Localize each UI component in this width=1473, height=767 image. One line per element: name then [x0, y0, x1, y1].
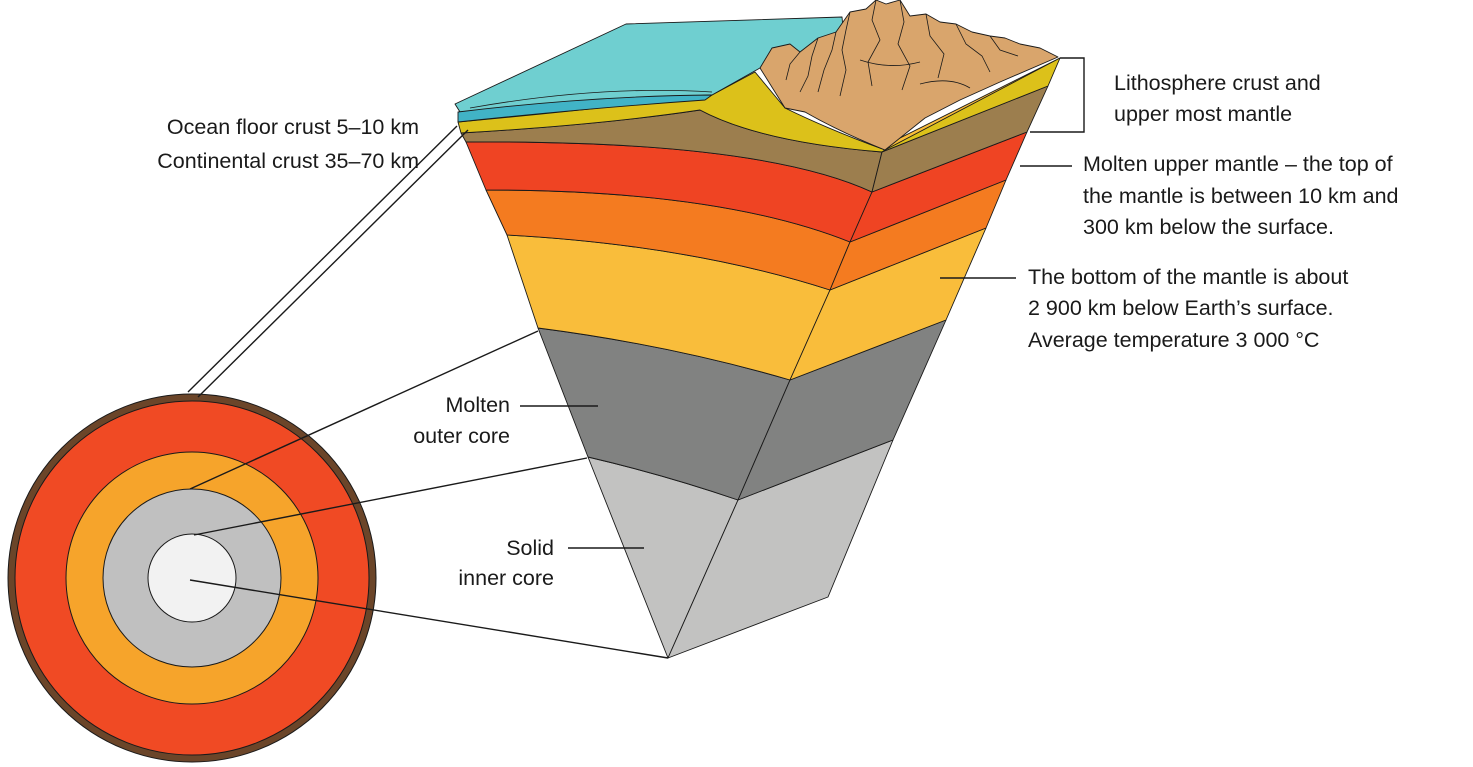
- connector-crust-outer: [187, 125, 458, 393]
- label-bottom-mantle-line2: 2 900 km below Earth’s surface.: [1028, 296, 1334, 320]
- connector-lines: [187, 57, 1085, 659]
- label-upper-mantle-line3: 300 km below the surface.: [1083, 215, 1334, 239]
- wedge-crust-right: [881, 57, 1061, 153]
- ocean-layer-line: [469, 89, 713, 109]
- label-ocean-floor: Ocean floor crust 5–10 km: [167, 115, 419, 139]
- label-lithosphere-line2: upper most mantle: [1114, 102, 1292, 126]
- label-outer-core-line2: outer core: [413, 424, 510, 448]
- label-lithosphere-line1: Lithosphere crust and: [1114, 71, 1321, 95]
- labels: Ocean floor crust 5–10 km Continental cr…: [157, 71, 1398, 590]
- ocean-deep-water: [457, 94, 713, 123]
- connector-inner-core: [189, 579, 669, 659]
- connector-outer-core: [193, 457, 588, 536]
- label-outer-core-line1: Molten: [445, 393, 510, 417]
- lithosphere-bracket: [1030, 57, 1085, 133]
- label-inner-core-line2: inner core: [458, 566, 554, 590]
- label-continental-crust: Continental crust 35–70 km: [157, 149, 419, 173]
- earth-wedge: [454, 0, 1061, 659]
- earth-cross-section: [7, 393, 377, 763]
- label-bottom-mantle-line3: Average temperature 3 000 °C: [1028, 328, 1319, 352]
- mountain-ridges: [785, 0, 1019, 97]
- connector-mantle: [189, 330, 539, 490]
- label-upper-mantle-line2: the mantle is between 10 km and: [1083, 184, 1399, 208]
- label-bottom-mantle-line1: The bottom of the mantle is about: [1028, 265, 1348, 289]
- connector-crust-inner: [197, 129, 469, 398]
- label-inner-core-line1: Solid: [506, 536, 554, 560]
- label-upper-mantle-line1: Molten upper mantle – the top of: [1083, 152, 1393, 176]
- cross-section-inner-core: [147, 533, 237, 623]
